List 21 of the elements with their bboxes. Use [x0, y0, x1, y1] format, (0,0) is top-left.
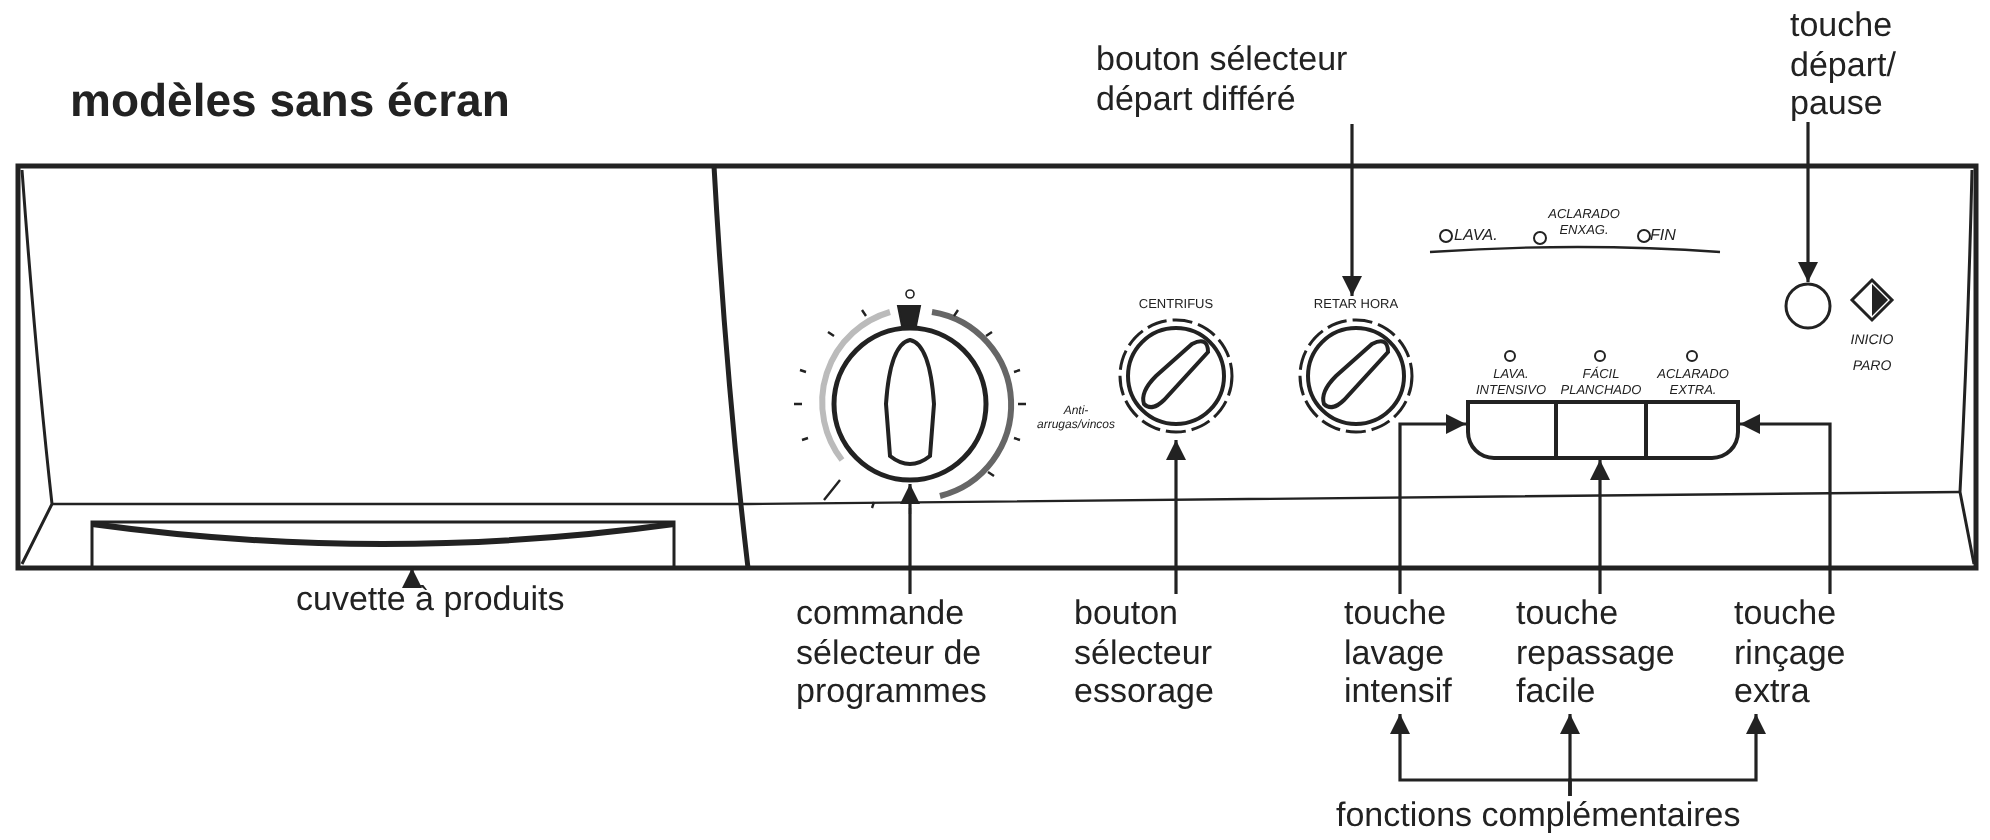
leader-arrow	[900, 484, 920, 594]
leader-arrow	[1166, 440, 1186, 594]
leader-arrow	[1740, 414, 1832, 594]
leader-arrow	[1798, 122, 1818, 282]
diagram-title: modèles sans écran	[70, 72, 510, 128]
callout-text: bouton sélecteur essorage	[1074, 594, 1250, 714]
leader-arrow	[1590, 460, 1610, 594]
leader-arrow	[1342, 124, 1362, 296]
leader-arrow	[1398, 414, 1466, 594]
callout-text: bouton sélecteur départ différé	[1096, 40, 1386, 124]
leader-arrow	[402, 568, 422, 588]
panel-label: LAVA.	[1454, 224, 1500, 248]
callout-text: touche repassage facile	[1516, 594, 1716, 714]
callout-text: touche lavage intensif	[1344, 594, 1488, 714]
callout-text: fonctions complémentaires	[1336, 796, 1816, 836]
callout-text: touche départ/ pause	[1790, 6, 1950, 122]
callout-text: commande sélecteur de programmes	[796, 594, 1032, 714]
callout-text: cuvette à produits	[296, 580, 636, 620]
callout-text: touche rinçage extra	[1734, 594, 1878, 714]
leader-arrow	[1568, 714, 1766, 796]
panel-label: FIN	[1650, 224, 1678, 248]
